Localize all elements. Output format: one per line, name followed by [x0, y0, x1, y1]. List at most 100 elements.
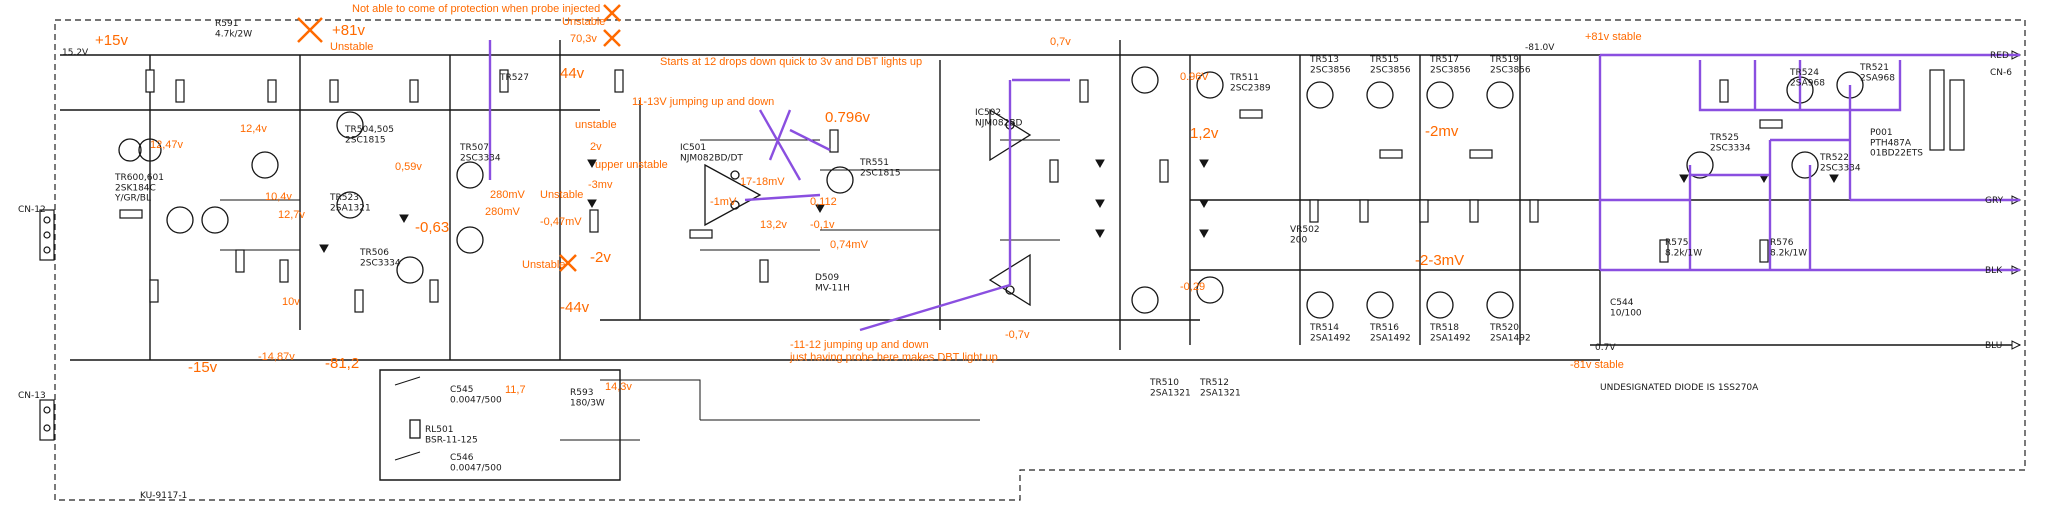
note-m44: -44v	[560, 299, 590, 316]
note-jump1: 11-13V jumping up and down	[632, 96, 774, 108]
note-v0-59: 0,59v	[395, 161, 422, 173]
blk-label: BLK	[1985, 266, 2003, 276]
note-m2-3mv: -2-3mV	[1415, 252, 1464, 269]
note-m2v: -2v	[590, 249, 611, 266]
connector-cn13	[39, 399, 55, 441]
blu-label: BLU	[1985, 341, 2002, 351]
note-p15: +15v	[95, 32, 128, 49]
note-mv1718: 17-18mV	[740, 176, 785, 188]
note-mv280: 280mV	[490, 189, 526, 201]
cn12-label: CN-12	[18, 205, 46, 215]
note-upper-unstable: upper unstable	[595, 159, 668, 171]
connector-cn12	[39, 209, 55, 261]
note-v0-7: 0,7v	[1050, 36, 1071, 48]
note-m0-1: -0,1v	[810, 219, 835, 231]
note-mv0-74: 0,74mV	[830, 239, 869, 251]
gry-label: GRY	[1985, 196, 2004, 206]
note-unstable2: Unstable	[562, 16, 605, 28]
label-tr527: TR527	[499, 73, 529, 83]
note-v0-63: -0,63	[415, 219, 449, 236]
note-v13-2: 13,2v	[760, 219, 787, 231]
note-m81-2: -81,2	[325, 355, 359, 372]
note-starts12: Starts at 12 drops down quick to 3v and …	[660, 56, 922, 68]
diodes	[319, 159, 1839, 254]
note-v703: 70,3v	[570, 33, 597, 45]
note-v0796: 0.796v	[825, 109, 871, 126]
note-unstable5: Unstable	[522, 259, 565, 271]
note-p81-stable: +81v stable	[1585, 31, 1642, 43]
cn13-label: CN-13	[18, 391, 46, 401]
note-m2mv: -2mv	[1425, 123, 1459, 140]
note-v12-7: 12,7v	[278, 209, 305, 221]
red-label: RED	[1990, 51, 2009, 61]
note-p81: +81v	[332, 22, 365, 39]
cn6-label: CN-6	[1990, 68, 2012, 78]
note-p-mv: 0.96V	[1180, 71, 1209, 83]
note-v1-2: 1,2v	[1190, 125, 1219, 142]
relay-rl501	[394, 376, 421, 461]
transistors	[118, 66, 1864, 319]
note-v12-4: 12,4v	[240, 123, 267, 135]
note-mv447: -0,47mV	[540, 216, 582, 228]
note-unstable4: Unstable	[540, 189, 583, 201]
note-v14-3: 14,3v	[605, 381, 632, 393]
note-m15: -15v	[188, 359, 218, 376]
note-v12-47: 12,47v	[150, 139, 184, 151]
rail-15-2v: 15.2V	[62, 48, 89, 58]
note-v10-4: 10,4v	[265, 191, 292, 203]
note-m0-7: -0,7v	[1005, 329, 1030, 341]
resistors	[119, 69, 1783, 313]
note-v0-112: 0,112	[810, 196, 837, 208]
op-amps	[704, 108, 1032, 307]
note-m81-stable: -81v stable	[1570, 359, 1624, 371]
note-m1mv: -1mV	[710, 196, 737, 208]
highlight-traces	[488, 40, 2020, 332]
note-m14-87: -14,87v	[258, 351, 295, 363]
power-rails	[60, 40, 2020, 481]
note-v11-7: 11,7	[505, 384, 526, 396]
note-m0-29: -0,29	[1180, 281, 1205, 293]
note-prot: Not able to come of protection when prob…	[352, 3, 600, 15]
rail-m81v: 0.7V	[1595, 343, 1616, 353]
board-id: KU-9117-1	[140, 491, 187, 501]
note-unstable3: unstable	[575, 119, 617, 131]
board-outline	[54, 19, 2026, 501]
note-unstable1: Unstable	[330, 41, 373, 53]
note-v2: 2v	[590, 141, 602, 153]
x-marks	[297, 4, 621, 272]
note-v10: 10v	[282, 296, 300, 308]
